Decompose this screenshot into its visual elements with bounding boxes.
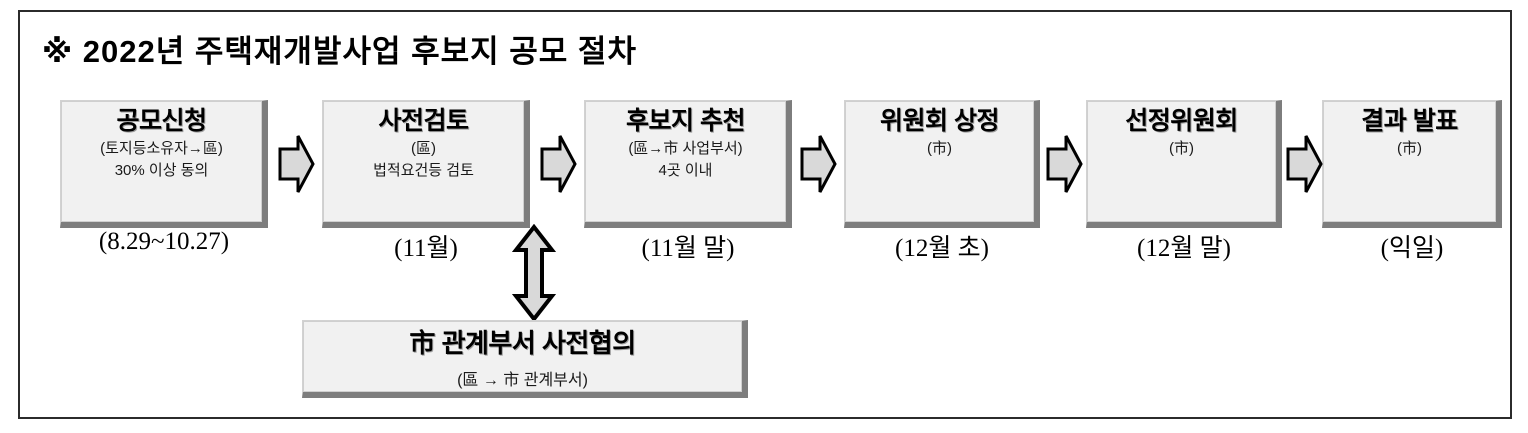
step-title: 위원회 상정 xyxy=(880,107,999,135)
step-box-sajeon-geomto[interactable]: 사전검토 (區) 법적요건등 검토 xyxy=(322,100,530,228)
right-block-arrow-icon xyxy=(538,133,578,195)
step-box-seonjeong-wiwonhoe[interactable]: 선정위원회 (市) xyxy=(1086,100,1282,228)
right-block-arrow-icon xyxy=(276,133,316,195)
step-subtitle: (區→市 사업부서) xyxy=(628,139,743,157)
step-detail: 4곳 이내 xyxy=(658,161,713,179)
step-box-gongmo-sincheong[interactable]: 공모신청 (토지등소유자→區) 30% 이상 동의 xyxy=(60,100,268,228)
step-subtitle: (市) xyxy=(1169,139,1194,157)
side-process-subtitle: (區 → 市 관계부서) xyxy=(457,372,588,389)
right-block-arrow-icon xyxy=(1284,133,1324,195)
step-date-seonjeong-wiwonhoe: (12월 말) xyxy=(1137,235,1231,262)
right-block-arrow-icon xyxy=(1044,133,1084,195)
step-date-sajeon-geomto: (11월) xyxy=(394,235,458,262)
vertical-double-arrow-icon xyxy=(511,223,557,323)
step-detail: 법적요건등 검토 xyxy=(373,161,474,179)
step-title: 후보지 추천 xyxy=(626,107,745,135)
step-date-gongmo-sincheong: (8.29~10.27) xyxy=(98,228,230,255)
step-box-gyeolgwa-balpyo[interactable]: 결과 발표 (市) xyxy=(1322,100,1502,228)
step-title: 사전검토 xyxy=(378,107,469,135)
step-date-gyeolgwa-balpyo: (익일) xyxy=(1380,235,1444,262)
step-subtitle: (市) xyxy=(1397,139,1422,157)
step-box-wiwonhoe-sangjeong[interactable]: 위원회 상정 (市) xyxy=(844,100,1040,228)
side-process-title: 市 관계부서 사전협의 xyxy=(409,328,636,358)
step-date-huboji-chucheon: (11월 말) xyxy=(641,235,735,262)
step-subtitle: (區) xyxy=(411,139,436,157)
step-title: 결과 발표 xyxy=(1361,107,1458,135)
step-date-wiwonhoe-sangjeong: (12월 초) xyxy=(895,235,989,262)
step-title: 선정위원회 xyxy=(1125,107,1238,135)
right-block-arrow-icon xyxy=(798,133,838,195)
page-title: ※ 2022년 주택재개발사업 후보지 공모 절차 xyxy=(42,34,637,69)
step-subtitle: (市) xyxy=(927,139,952,157)
step-box-huboji-chucheon[interactable]: 후보지 추천 (區→市 사업부서) 4곳 이내 xyxy=(584,100,792,228)
side-process-box[interactable]: 市 관계부서 사전협의 (區 → 市 관계부서) xyxy=(302,320,748,398)
step-subtitle: (토지등소유자→區) xyxy=(100,139,223,157)
step-title: 공모신청 xyxy=(116,107,207,135)
step-detail: 30% 이상 동의 xyxy=(114,161,209,179)
